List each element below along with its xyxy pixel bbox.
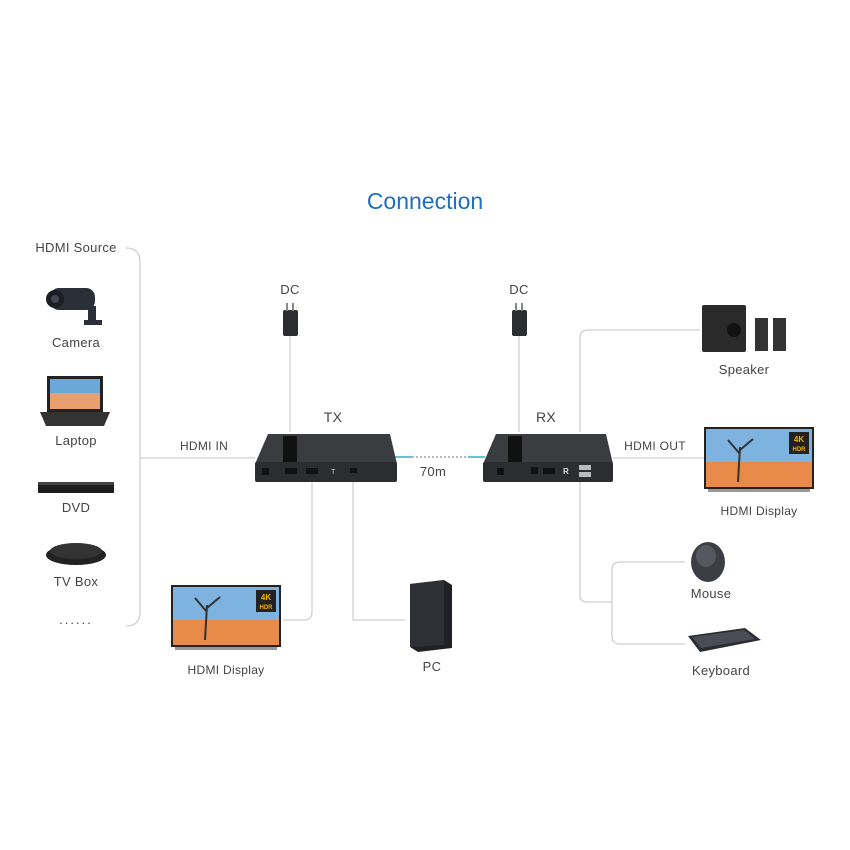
badge-4k: 4K — [794, 435, 804, 444]
diagram-title: Connection — [366, 188, 484, 214]
rx-label: RX — [535, 409, 557, 425]
dvd-label: DVD — [61, 500, 91, 515]
tx-pc-line — [352, 482, 405, 621]
tx-box: T — [255, 434, 397, 482]
mouse-icon — [691, 542, 725, 582]
badge-hdr: HDR — [260, 605, 274, 611]
camera-icon — [46, 288, 102, 325]
tx-label: TX — [323, 409, 343, 425]
camera-label: Camera — [51, 335, 101, 350]
tx-display-line — [283, 482, 313, 621]
dc-adapter-icon — [283, 303, 298, 336]
laptop-label: Laptop — [55, 433, 97, 448]
keyboard-label: Keyboard — [691, 663, 751, 678]
tv-display-icon: 4K HDR — [704, 427, 814, 492]
keyboard-icon — [688, 628, 761, 652]
dc-adapter-icon — [512, 303, 527, 336]
usb-split-line — [611, 561, 685, 645]
more-sources-ellipsis: ...... — [59, 612, 93, 627]
speaker-label: Speaker — [718, 362, 770, 377]
tv-box-label: TV Box — [53, 574, 99, 589]
pc-tower-icon — [410, 580, 452, 652]
hdmi-source-label: HDMI Source — [35, 240, 117, 255]
hdmi-in-label: HDMI IN — [179, 439, 229, 453]
dvd-player-icon — [38, 482, 114, 493]
hdmi-out-label: HDMI OUT — [624, 439, 686, 453]
rx-box: R — [483, 434, 613, 482]
dc-tx-label: DC — [280, 282, 300, 297]
tv-box-icon — [46, 543, 106, 565]
rx-display-label: HDMI Display — [720, 504, 798, 518]
rx-usb-line — [579, 482, 612, 603]
dc-rx-label: DC — [509, 282, 529, 297]
svg-text:T: T — [331, 469, 336, 476]
badge-hdr: HDR — [793, 447, 807, 453]
badge-4k: 4K — [261, 593, 271, 602]
tv-display-icon: 4K HDR — [171, 585, 281, 650]
tx-display-label: HDMI Display — [187, 663, 265, 677]
rx-speaker-line — [579, 329, 700, 432]
speaker-icon — [702, 305, 786, 352]
distance-label: 70m — [419, 464, 447, 479]
source-bracket — [125, 247, 141, 627]
mouse-label: Mouse — [690, 586, 732, 601]
laptop-icon — [40, 376, 110, 426]
pc-label: PC — [422, 659, 442, 674]
svg-text:R: R — [563, 467, 569, 476]
